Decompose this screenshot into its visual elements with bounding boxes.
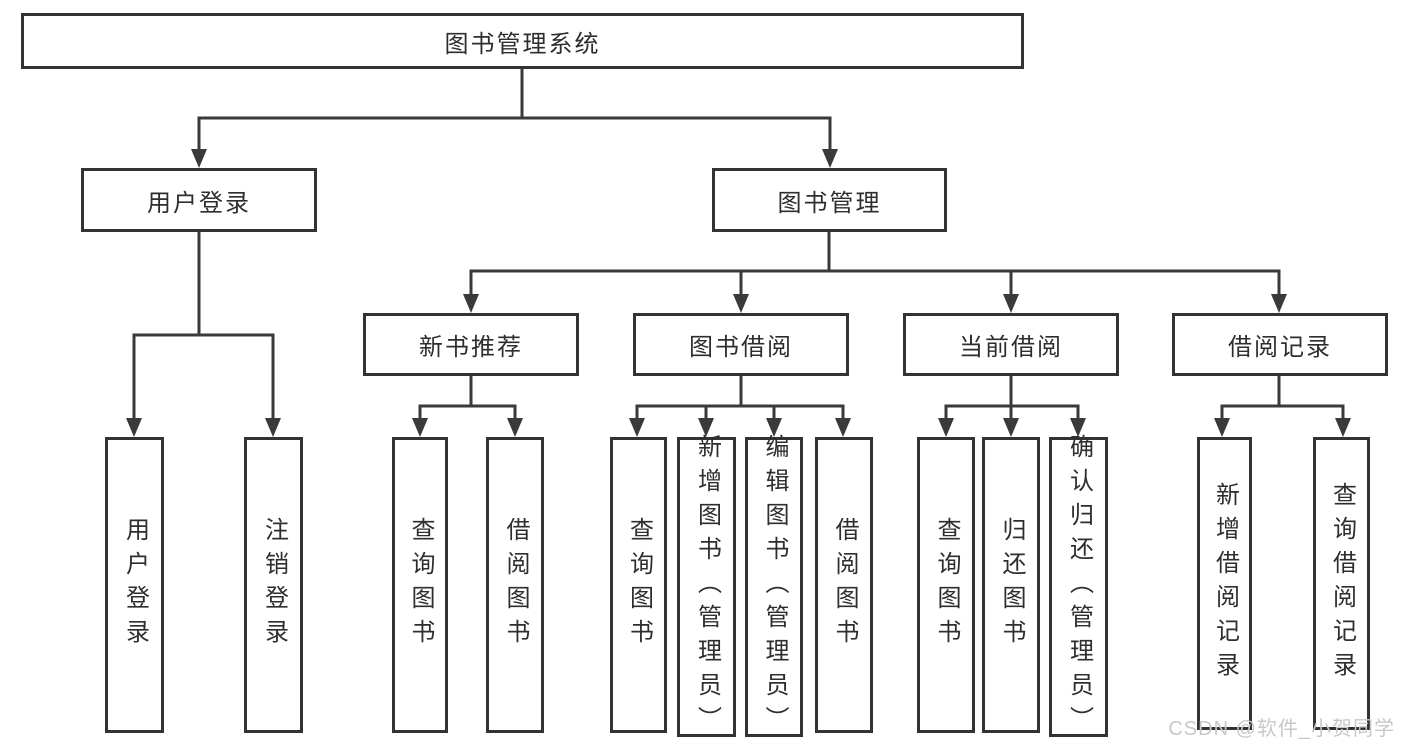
node-label: 新增借阅记录 (1211, 481, 1239, 686)
arrowhead-icon (1271, 294, 1287, 313)
node-user-login: 用户登录 (81, 168, 317, 232)
leaf-borrow-books-borrowing: 借阅图书 (815, 437, 873, 733)
arrowhead-icon (412, 418, 428, 437)
arrowhead-icon (938, 418, 954, 437)
connector-borrow-record-fork (1220, 374, 1345, 408)
node-label: 新增图书（管理员） (693, 434, 721, 740)
arrowhead-icon (629, 418, 645, 437)
node-label: 查询图书 (407, 517, 434, 653)
leaf-add-borrow-record: 新增借阅记录 (1197, 437, 1252, 730)
node-book-management: 图书管理 (712, 168, 947, 232)
arrowhead-icon (1335, 418, 1351, 437)
node-label: 注销登录 (260, 517, 288, 653)
arrowhead-icon (507, 418, 523, 437)
leaf-return-books: 归还图书 (982, 437, 1040, 733)
node-borrowing-records: 借阅记录 (1172, 313, 1388, 376)
node-label: 图书管理 (777, 189, 882, 217)
node-label: 图书借阅 (689, 334, 793, 361)
connector-book-borrow-fork (635, 374, 845, 408)
arrowhead-icon (1003, 294, 1019, 313)
node-label: 编辑图书（管理员） (761, 434, 788, 740)
leaf-confirm-return-admin: 确认归还（管理员） (1049, 434, 1108, 740)
leaf-user-login: 用户登录 (105, 437, 164, 733)
node-label: 查询图书 (933, 517, 960, 653)
leaf-edit-book-admin: 编辑图书（管理员） (745, 434, 803, 740)
node-label: 用户登录 (147, 189, 251, 217)
node-label: 借阅图书 (831, 517, 858, 653)
leaf-query-books-current: 查询图书 (917, 437, 975, 733)
arrowhead-icon (265, 418, 281, 437)
node-label: 当前借阅 (959, 334, 1063, 361)
watermark-text: CSDN @软件_小贺同学 (1168, 718, 1395, 740)
leaf-query-books-recommend: 查询图书 (392, 437, 448, 733)
node-current-borrowing: 当前借阅 (903, 313, 1119, 376)
node-label: 查询图书 (625, 517, 653, 653)
connector-book-mgmt-fork (469, 230, 1281, 273)
arrowhead-icon (191, 149, 207, 168)
leaf-logout: 注销登录 (244, 437, 303, 733)
leaf-add-book-admin: 新增图书（管理员） (677, 434, 736, 740)
node-book-borrowing: 图书借阅 (633, 313, 849, 376)
connector-current-borrow-fork (944, 374, 1080, 408)
arrowhead-icon (1214, 418, 1230, 437)
node-label: 用户登录 (121, 517, 149, 653)
leaf-query-books-borrowing: 查询图书 (610, 437, 667, 733)
connector-root-to-level2 (197, 67, 832, 120)
node-new-book-recommendation: 新书推荐 (363, 313, 579, 376)
node-label: 归还图书 (998, 517, 1025, 653)
node-library-management-system: 图书管理系统 (21, 13, 1024, 69)
arrowhead-icon (733, 294, 749, 313)
arrowhead-icon (822, 149, 838, 168)
arrowhead-icon (835, 418, 851, 437)
leaf-borrow-books-recommend: 借阅图书 (486, 437, 544, 733)
node-label: 借阅图书 (502, 517, 529, 653)
leaf-query-borrow-record: 查询借阅记录 (1313, 437, 1370, 730)
connector-new-book-fork (418, 374, 517, 408)
node-label: 图书管理系统 (444, 30, 601, 58)
arrowhead-icon (126, 418, 142, 437)
arrowhead-icon (463, 294, 479, 313)
connector-user-login-fork (132, 230, 275, 337)
arrowhead-icon (1003, 418, 1019, 437)
node-label: 新书推荐 (419, 334, 523, 361)
node-label: 确认归还（管理员） (1065, 434, 1093, 740)
node-label: 查询借阅记录 (1328, 481, 1356, 686)
node-label: 借阅记录 (1228, 334, 1332, 361)
